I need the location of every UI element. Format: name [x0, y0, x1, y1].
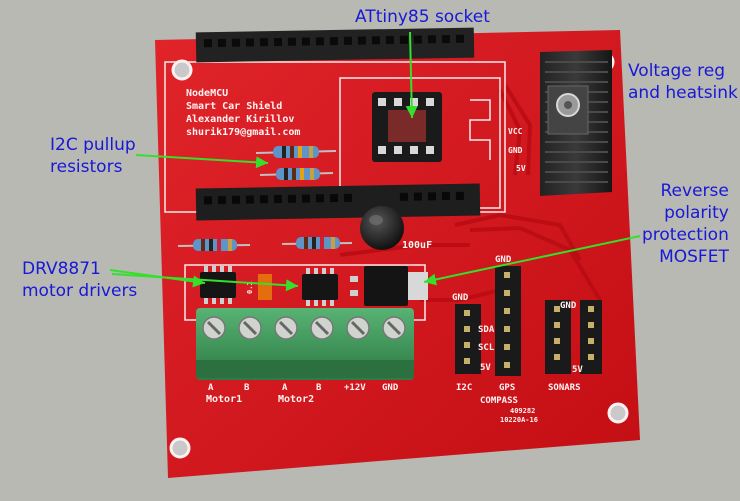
copper-traces [339, 83, 602, 302]
silk-email: shurik179@gmail.com [186, 126, 300, 138]
silk-zero-one: 0.1 [246, 281, 254, 294]
silk-gnd-i2c: GND [452, 293, 469, 303]
silk-code-2: 10220A-16 [500, 416, 538, 424]
header-middle [195, 183, 481, 221]
silk-motor-b2: B [316, 383, 322, 393]
header-top [195, 27, 475, 63]
callout-i2c-pullups: I2C pullup resistors [50, 135, 136, 177]
silk-motor-b1: B [244, 383, 250, 393]
silk-motor-a1: A [208, 383, 214, 393]
silk-gnd-top: GND [508, 146, 523, 155]
silkscreen-text: NodeMCU Smart Car Shield Alexander Kiril… [186, 88, 583, 424]
silk-code-1: 409282 [510, 407, 535, 415]
silk-plus12v: +12V [344, 383, 366, 393]
callout-motor-drivers: DRV8871 motor drivers [22, 259, 138, 301]
silk-title-1: NodeMCU [186, 88, 228, 99]
silk-gps: GPS [499, 383, 515, 393]
silk-vcc: VCC [508, 127, 523, 136]
pin-headers [455, 266, 602, 376]
silk-sonars: SONARS [548, 383, 581, 393]
silk-compass: COMPASS [480, 396, 518, 406]
silk-gnd-gps: GND [495, 255, 512, 265]
silk-gnd-sonars: GND [560, 301, 577, 311]
mosfet [350, 266, 428, 306]
heatsink [540, 50, 612, 196]
silk-i2c: I2C [456, 383, 472, 393]
silk-5v-top: 5V [516, 164, 526, 173]
silk-motor1: Motor1 [206, 394, 242, 405]
annotation-arrows [109, 31, 641, 292]
silk-5v-sonars: 5V [572, 365, 583, 375]
silk-title-3: Alexander Kirillov [186, 113, 294, 125]
motor-driver-chips [200, 266, 338, 306]
silk-scl: SCL [478, 343, 495, 353]
silk-title-2: Smart Car Shield [186, 100, 282, 112]
silk-5v-i2c: 5V [480, 363, 491, 373]
capacitor [360, 206, 404, 250]
silk-motor2: Motor2 [278, 394, 314, 405]
resistors [177, 146, 353, 251]
terminal-block [196, 308, 414, 380]
callout-voltage-reg: Voltage reg and heatsink [628, 61, 738, 103]
silk-gnd-terminal: GND [382, 383, 399, 393]
silk-sda: SDA [478, 325, 495, 335]
attiny-socket [372, 92, 442, 162]
silk-motor-a2: A [282, 383, 288, 393]
silk-cap: 100uF [402, 240, 432, 251]
callout-reverse-polarity: Reverse polarity protection MOSFET [642, 181, 729, 267]
callout-attiny-socket: ATtiny85 socket [355, 7, 490, 27]
